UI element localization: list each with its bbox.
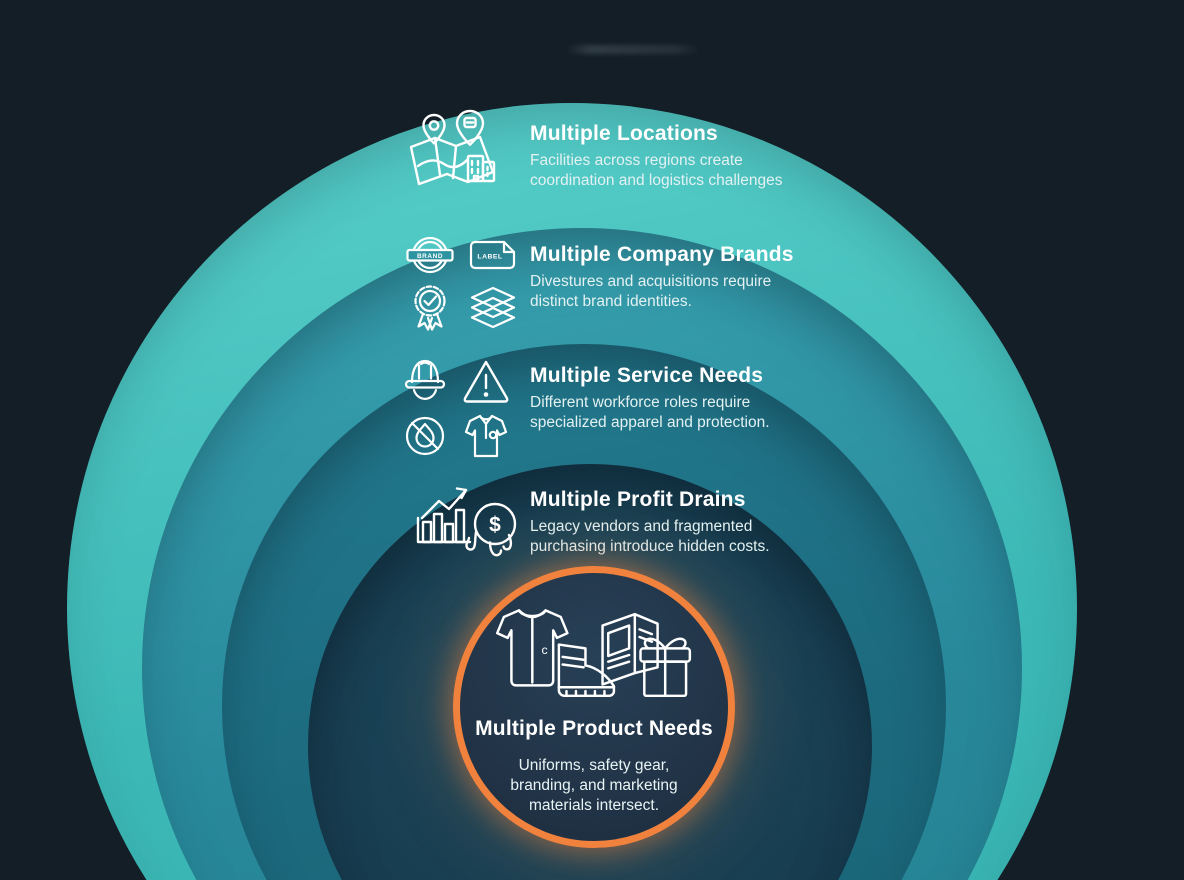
- tier-title: Multiple Service Needs: [530, 364, 764, 387]
- tier-desc-line: Different workforce roles require: [530, 394, 751, 411]
- tier-multiple-locations: Multiple Locations Facilities across reg…: [530, 122, 830, 190]
- tier-multiple-service-needs: Multiple Service Needs Different workfor…: [530, 364, 830, 432]
- tier-desc-line: Divestures and acquisitions require: [530, 273, 772, 290]
- dollar-sign: $: [489, 514, 501, 537]
- shirt-monogram: c: [542, 643, 548, 657]
- boot-icon: [557, 643, 616, 698]
- tier-title: Multiple Profit Drains: [530, 488, 746, 511]
- no-fire-icon: [405, 416, 444, 456]
- brand-seal-icon: BRAND: [405, 236, 454, 274]
- award-ribbon-icon: [413, 285, 446, 331]
- center-desc-line: materials intersect.: [528, 797, 660, 814]
- brand-icon-cluster: BRAND LABEL: [402, 234, 520, 336]
- hard-hat-icon: [404, 359, 445, 400]
- tier-title: Multiple Company Brands: [530, 243, 794, 266]
- tier-title: Multiple Locations: [530, 122, 718, 145]
- product-icons: c: [495, 609, 692, 698]
- tier-multiple-company-brands: Multiple Company Brands Divestures and a…: [530, 243, 830, 311]
- map-pins-icon: [409, 109, 496, 186]
- center-circle-multiple-product-needs: c Multiple Product Needs Uniforms, safet…: [453, 566, 735, 848]
- shirt-icon: [495, 609, 569, 687]
- brand-seal-text: BRAND: [416, 253, 442, 260]
- service-icon-cluster: [398, 355, 512, 461]
- gift-icon: [639, 637, 692, 698]
- layers-icon: [470, 286, 515, 329]
- tier-desc-line: specialized apparel and protection.: [530, 413, 770, 431]
- brochure-icon: [601, 612, 659, 686]
- tier-desc-line: Facilities across regions create: [530, 152, 743, 169]
- center-title: Multiple Product Needs: [475, 717, 713, 740]
- tier-desc-line: distinct brand identities.: [530, 292, 692, 310]
- tier-desc-line: Legacy vendors and fragmented: [530, 518, 753, 535]
- center-desc-line: Uniforms, safety gear,: [518, 757, 670, 774]
- work-shirt-icon: [464, 414, 507, 458]
- center-desc-line: branding, and marketing: [510, 777, 678, 794]
- profit-drain-icon: $: [416, 487, 517, 557]
- warning-triangle-icon: [463, 360, 508, 403]
- tier-desc-line: coordination and logistics challenges: [530, 171, 783, 189]
- center-description: Uniforms, safety gear, branding, and mar…: [460, 756, 728, 816]
- label-tag-text: LABEL: [477, 254, 502, 261]
- tier-multiple-profit-drains: Multiple Profit Drains Legacy vendors an…: [530, 488, 830, 556]
- tier-desc-line: purchasing introduce hidden costs.: [530, 537, 770, 555]
- faded-text-artifact: [566, 45, 700, 54]
- label-tag-icon: LABEL: [469, 240, 515, 270]
